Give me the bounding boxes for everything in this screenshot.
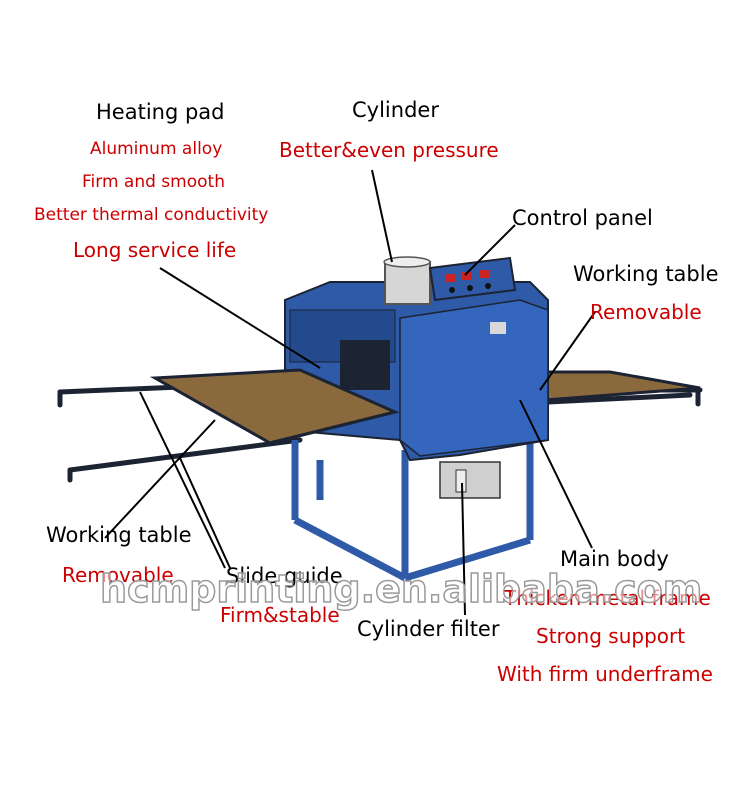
control-panel-shape [428,256,517,302]
slide-guide-feature-1: Firm&stable [220,603,340,627]
heating-pad-title: Heating pad [96,100,225,124]
heating-pad-feature-3: Better thermal conductivity [34,205,269,225]
working-table-right-title: Working table [573,262,719,286]
heating-pad-feature-4: Long service life [73,238,237,262]
slide-guide-title: Slide guide [226,564,343,588]
leader-lines [104,169,596,616]
cylinder-filter-title: Cylinder filter [357,617,500,641]
watermark: hcmprinting.en.alibaba.com [99,567,703,611]
working-table-right-feature-1: Removable [590,300,702,324]
working-table-left-title: Working table [46,523,192,547]
cylinder-filter-shape [439,461,501,499]
cylinder-title: Cylinder [352,98,439,122]
main-body-feature-3: With firm underframe [497,662,713,686]
cylinder-feature-1: Better&even pressure [279,138,499,162]
main-body-feature-2: Strong support [536,624,686,648]
main-body-feature-1: Thicken metal frame [504,586,711,610]
working-table-left-feature-1: Removable [62,563,174,587]
heating-pad-feature-2: Firm and smooth [82,172,225,192]
control-panel-title: Control panel [512,206,653,230]
cylinder-shape [383,256,431,305]
heating-pad-feature-1: Aluminum alloy [90,139,223,159]
main-body-shape [284,281,549,462]
main-body-title: Main body [560,547,669,571]
